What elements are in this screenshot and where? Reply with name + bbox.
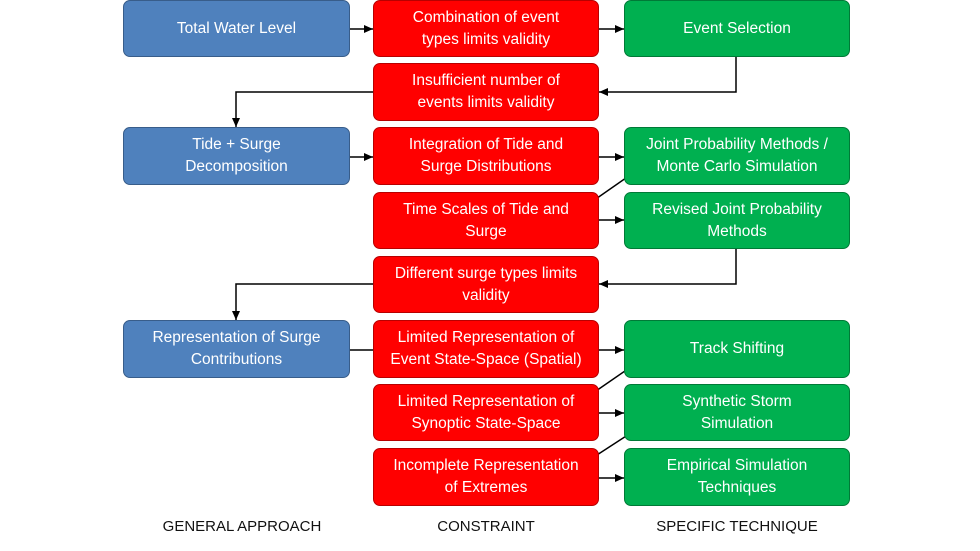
box-total-water-level: Total Water Level	[123, 0, 350, 57]
column-label-specific-technique: SPECIFIC TECHNIQUE	[656, 518, 818, 535]
label-event-selection: Event Selection	[683, 19, 791, 37]
column-label-general-approach: GENERAL APPROACH	[162, 518, 322, 535]
box-event-selection: Event Selection	[624, 0, 850, 57]
label-joint-probability: Joint Probability Methods /Monte Carlo S…	[646, 136, 828, 175]
box-track-shifting: Track Shifting	[624, 320, 850, 378]
arrow-different-surge-to-contributions	[232, 283, 373, 320]
label-total-water-level: Total Water Level	[176, 19, 297, 37]
box-joint-probability: Joint Probability Methods /Monte Carlo S…	[624, 127, 850, 185]
arrow-event-selection-to-insufficient	[599, 57, 737, 96]
arrow-insufficient-to-decomposition	[232, 91, 373, 127]
arrow-revised-to-different-surge	[599, 249, 737, 288]
label-track-shifting: Track Shifting	[689, 340, 785, 357]
column-label-constraint: CONSTRAINT	[437, 518, 535, 535]
